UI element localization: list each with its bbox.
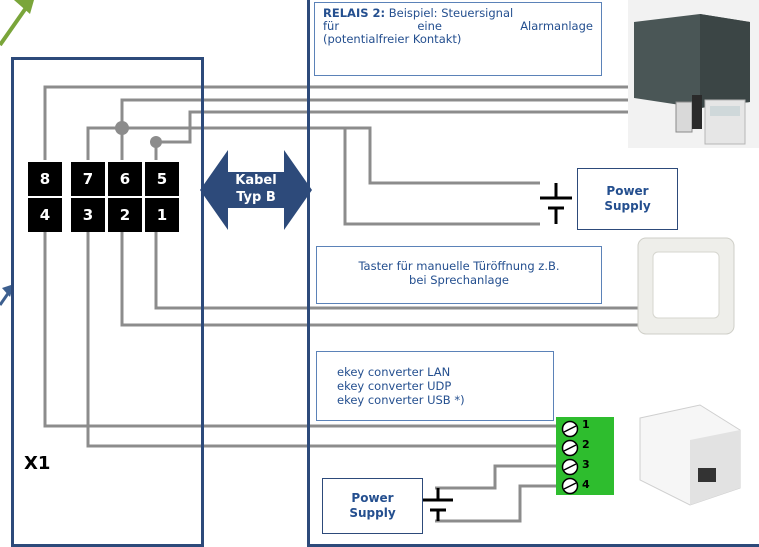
wire-pin8	[43, 85, 630, 160]
wire-pin6-branch	[343, 128, 540, 226]
power-supply-top-line2: Supply	[604, 199, 651, 213]
terminal-screw-2	[561, 439, 579, 461]
terminal-screw-1	[561, 420, 579, 442]
wire-t3	[435, 464, 568, 490]
terminal-pin-label: 2	[582, 438, 590, 451]
screw-icon	[561, 458, 579, 476]
power-supply-bottom-line2: Supply	[349, 506, 396, 520]
cable-label-line2: Typ B	[236, 190, 276, 205]
wire-pin3	[86, 232, 568, 448]
connector-label: X1	[24, 453, 51, 474]
terminal-pin-label: 3	[582, 458, 590, 471]
power-supply-top: Power Supply	[577, 168, 678, 230]
pin-3: 3	[71, 198, 105, 232]
relay-note-word: eine	[417, 19, 442, 33]
power-supply-bottom: Power Supply	[322, 478, 423, 534]
relay-note-line3: (potentialfreier Kontakt)	[323, 32, 462, 46]
screw-icon	[561, 477, 579, 495]
button-note-line2: bei Sprechanlage	[409, 273, 509, 287]
pin-4: 4	[28, 198, 62, 232]
terminal-screw-4	[561, 477, 579, 499]
terminal-screw-3	[561, 458, 579, 480]
double-arrow-icon	[200, 150, 312, 230]
relay-note-title: RELAIS 2:	[323, 6, 386, 20]
pin-1: 1	[145, 198, 179, 232]
relay-note-line1: RELAIS 2: Beispiel: Steuersignal	[323, 7, 593, 20]
wire-pin4	[43, 232, 568, 428]
converter-note-line: ekey converter UDP	[337, 379, 452, 393]
wire-pin1	[154, 232, 640, 310]
converter-note-line: ekey converter USB *)	[337, 393, 465, 407]
alarm-system-image	[628, 0, 759, 148]
converter-note: ekey converter LAN ekey converter UDP ek…	[316, 351, 554, 421]
dc-source-icon	[540, 183, 572, 224]
wire-pin7	[86, 126, 540, 185]
relay-note-line2: für eine Alarmanlage	[323, 20, 593, 33]
light-switch-image	[637, 237, 735, 335]
power-supply-bottom-line1: Power	[351, 491, 394, 505]
relay-note-word: Alarmanlage	[520, 19, 593, 33]
terminal-pin-label: 4	[582, 478, 590, 491]
converter-note-line: ekey converter LAN	[337, 365, 451, 379]
relay-note-word: für	[323, 19, 340, 33]
cable-label: Kabel Typ B	[228, 172, 284, 206]
pin-8: 8	[28, 162, 62, 196]
wire-pin6	[120, 98, 630, 160]
junction-dot	[150, 136, 162, 148]
converter-image	[639, 404, 741, 506]
wire-t4	[435, 484, 568, 523]
power-supply-top-line1: Power	[606, 184, 649, 198]
screw-icon	[561, 420, 579, 438]
green-arrow-icon	[0, 0, 34, 47]
dc-source-icon	[423, 488, 453, 521]
button-note: Taster für manuelle Türöffnung z.B. bei …	[316, 246, 602, 304]
relay-note-line1-text: Beispiel: Steuersignal	[388, 6, 514, 20]
terminal-pin-label: 1	[582, 418, 590, 431]
junction-dot	[115, 121, 129, 135]
button-note-line1: Taster für manuelle Türöffnung z.B.	[358, 259, 560, 273]
pin-6: 6	[108, 162, 142, 196]
relay-note: RELAIS 2: Beispiel: Steuersignal für ein…	[314, 2, 602, 76]
pin-5: 5	[145, 162, 179, 196]
pin-2: 2	[108, 198, 142, 232]
wire-pin2	[120, 232, 640, 327]
screw-icon	[561, 439, 579, 457]
cable-label-line1: Kabel	[235, 173, 277, 188]
pin-7: 7	[71, 162, 105, 196]
